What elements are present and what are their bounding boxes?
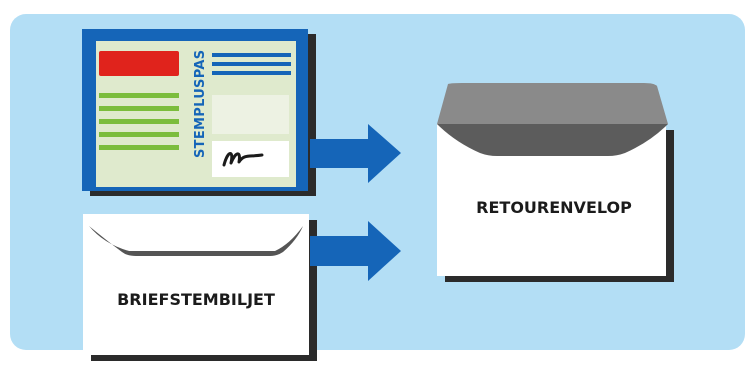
signature-icon xyxy=(222,152,264,167)
blue-lines xyxy=(212,53,291,75)
retourenvelop-envelope-icon: RETOURENVELOP xyxy=(437,83,674,282)
signature-box xyxy=(212,141,289,177)
retourenvelop-label: RETOURENVELOP xyxy=(476,198,632,217)
red-block xyxy=(99,51,179,76)
envelope-back-flap xyxy=(437,83,668,124)
stempluspas-card-icon: STEMPLUSPAS xyxy=(82,29,316,196)
briefstembiljet-envelope-icon: BRIEFSTEMBILJET xyxy=(83,214,317,361)
stempluspas-label: STEMPLUSPAS xyxy=(193,50,208,158)
envelope-body xyxy=(83,214,309,355)
right-arrow-icon xyxy=(310,124,401,183)
photo-area xyxy=(212,95,289,134)
envelope-front-flap xyxy=(437,124,668,156)
briefstembiljet-label: BRIEFSTEMBILJET xyxy=(117,290,275,309)
right-arrow-icon xyxy=(310,221,401,281)
green-lines xyxy=(99,93,179,150)
